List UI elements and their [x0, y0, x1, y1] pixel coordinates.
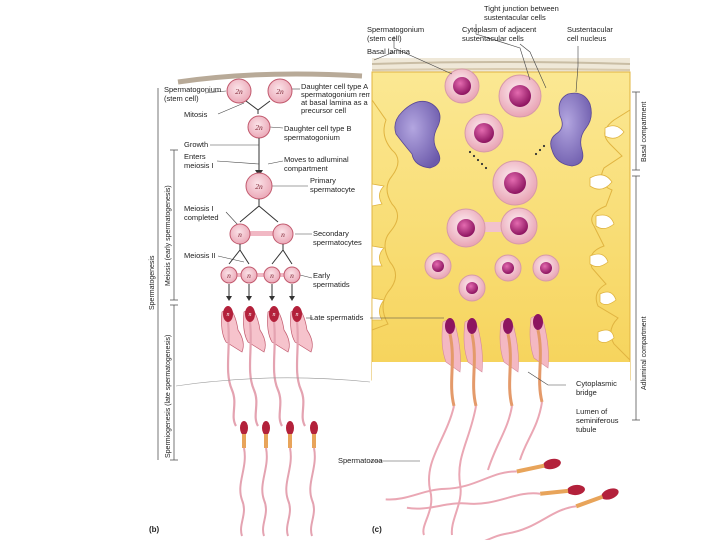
svg-text:n: n — [273, 312, 276, 318]
label-daughter-b: Daughter cell type B spermatogonium — [284, 124, 354, 142]
svg-text:n: n — [227, 312, 230, 318]
late-spermatids-c — [441, 314, 549, 407]
label-sustentacular-nucleus: Sustentacular cell nucleus — [567, 25, 615, 43]
svg-text:2n: 2n — [255, 182, 263, 191]
label-spermatogonium-c: Spermatogonium (stem cell) — [367, 25, 426, 43]
label-early-spermatids: Early spermatids — [313, 271, 350, 289]
slide-number: 27.8b, c — [654, 516, 694, 528]
label-enters-meiosis: Enters meiosis I — [184, 152, 214, 170]
label-meiosis-two: Meiosis II — [184, 251, 216, 260]
label-spermatogonium-b: Spermatogonium (stem cell) — [164, 85, 223, 103]
label-cytoplasmic-bridge: Cytoplasmic bridge — [576, 379, 619, 397]
svg-text:n: n — [270, 271, 274, 280]
panel-b-label: (b) — [149, 525, 160, 534]
label-tight-junction: Tight junction between sustentacular cel… — [484, 4, 561, 22]
panel-c-label: (c) — [372, 525, 382, 534]
early-spermatids-b: n n n n — [220, 266, 301, 284]
sustentacular-nucleus-left — [394, 100, 441, 169]
germ-cells-c — [424, 68, 560, 302]
spermatogenesis-label: Spermatogenesis — [149, 255, 156, 310]
svg-text:n: n — [227, 271, 231, 280]
svg-text:n: n — [296, 312, 299, 318]
label-late-spermatids: Late spermatids — [310, 313, 364, 322]
panel-b: Spermatogenesis Meiosis (early spermatog… — [145, 45, 388, 537]
ploidy-stem-left: 2n — [235, 87, 243, 96]
sustentacular-nucleus-right — [550, 92, 592, 167]
stem-cell-left — [226, 78, 252, 104]
label-spermatozoa: Spermatozoa — [338, 456, 383, 465]
label-daughter-a: Daughter cell type A spermatogonium rema… — [301, 82, 388, 115]
panel-c: Basal compartment Adluminal compartment … — [338, 4, 648, 540]
label-moves-adluminal: Moves to adluminal compartment — [284, 155, 351, 173]
stem-cell-right — [267, 78, 293, 104]
label-growth: Growth — [184, 140, 208, 149]
label-secondary-spermatocytes: Secondary spermatocytes — [313, 229, 362, 247]
svg-text:n: n — [249, 312, 252, 318]
spermiogenesis-label: Spermiogenesis (late spermatogenesis) — [165, 335, 172, 458]
label-primary-spermatocyte: Primary spermatocyte — [310, 176, 355, 194]
late-spermatids-b: n n n n — [221, 306, 313, 427]
svg-text:2n: 2n — [255, 123, 263, 132]
basal-compartment-label: Basal compartment — [641, 102, 648, 162]
svg-text:n: n — [290, 271, 294, 280]
basal-lamina-b — [177, 71, 363, 85]
svg-text:n: n — [247, 271, 251, 280]
adluminal-compartment-label: Adluminal compartment — [641, 316, 648, 390]
spermatozoa-b — [239, 421, 318, 537]
label-cytoplasm: Cytoplasm of adjacent sustentacular cell… — [462, 25, 538, 43]
svg-text:n: n — [238, 230, 242, 239]
label-meiosis-one-completed: Meiosis I completed — [184, 204, 219, 222]
label-lumen: Lumen of seminiferous tubule — [576, 407, 621, 434]
meiosis-early-label: Meiosis (early spermatogenesis) — [165, 185, 172, 286]
label-mitosis: Mitosis — [184, 110, 208, 119]
ploidy-stem-right: 2n — [276, 87, 284, 96]
spermatozoa-c — [385, 458, 619, 540]
label-basal-lamina: Basal lamina — [367, 47, 411, 56]
svg-text:n: n — [281, 230, 285, 239]
